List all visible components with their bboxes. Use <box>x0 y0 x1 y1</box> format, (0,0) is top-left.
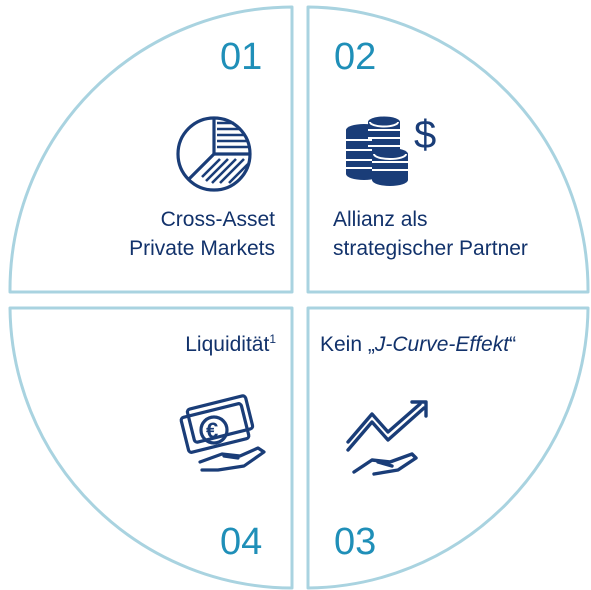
quadrant-label-01-line1: Cross-Asset <box>160 208 275 231</box>
quadrant-label-01-line2: Private Markets <box>129 237 275 260</box>
quadrant-outline-bottom-left <box>8 306 294 590</box>
quadrant-label-02-line1: Allianz als <box>333 208 428 231</box>
pie-chart-icon <box>176 116 252 192</box>
svg-text:$: $ <box>414 113 436 157</box>
quadrant-label-04: Liquidität1 <box>40 330 276 359</box>
quadrant-label-03-emph: J-Curve-Effekt <box>374 333 510 356</box>
footnote-marker: 1 <box>269 332 276 346</box>
quadrant-label-02-line2: strategischer Partner <box>333 237 528 260</box>
quadrant-outline-top-right <box>306 5 590 294</box>
quadrant-label-03-suffix: “ <box>509 333 517 356</box>
quadrant-label-03-prefix: Kein „ <box>320 333 375 356</box>
quadrant-number-03: 03 <box>334 521 377 563</box>
quadrant-number-01: 01 <box>220 36 263 78</box>
hand-euro-banknote-icon: € <box>179 394 266 472</box>
quadrant-label-04-text: Liquidität <box>185 333 270 356</box>
quadrant-number-04: 04 <box>220 521 263 563</box>
quadrant-outline-bottom-right <box>306 306 590 590</box>
quadrant-number-02: 02 <box>334 36 377 78</box>
coins-dollar-icon: $ <box>346 113 436 186</box>
hand-growth-chart-icon <box>346 400 428 476</box>
svg-text:€: € <box>206 418 218 443</box>
quadrant-label-01: Cross-Asset Private Markets <box>40 205 275 263</box>
quadrant-label-03: Kein „J-Curve-Effekt“ <box>320 330 580 359</box>
quadrant-outline-top-left <box>8 5 294 294</box>
quadrant-label-02: Allianz als strategischer Partner <box>333 205 583 263</box>
